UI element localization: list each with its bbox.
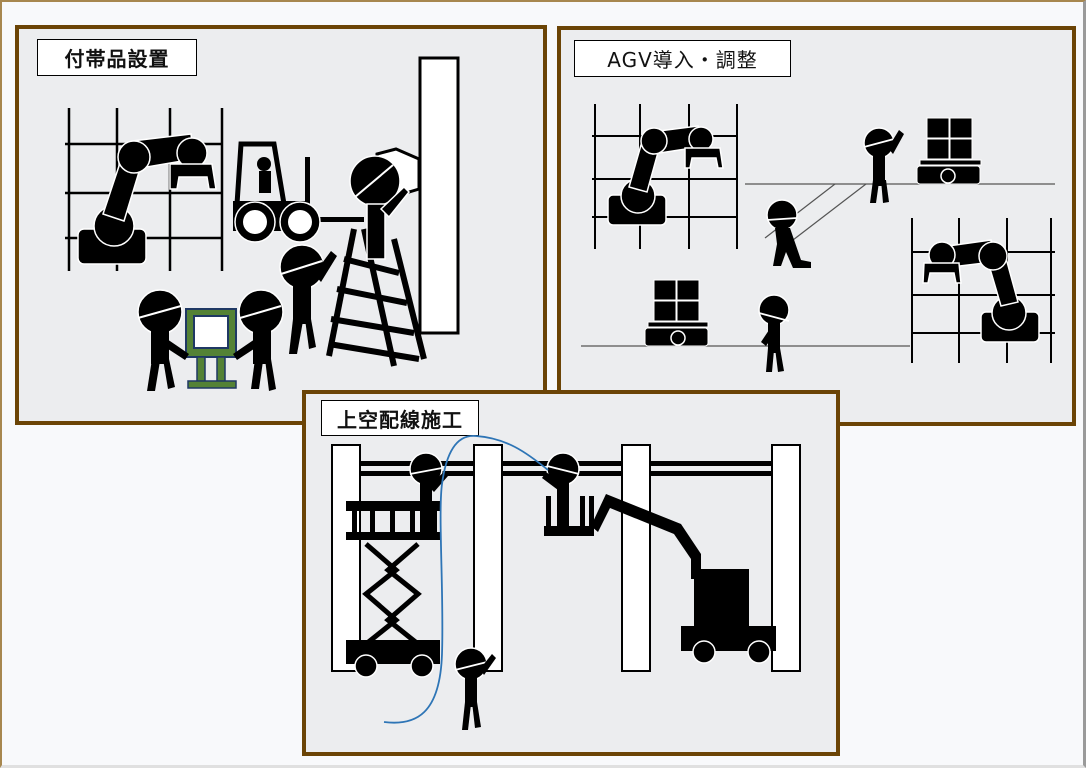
worker-right-icon <box>233 289 284 391</box>
columns <box>331 444 801 672</box>
worker-ground-icon <box>454 647 496 730</box>
robot-arm-icon <box>77 133 217 265</box>
panel-title: 付帯品設置 <box>37 39 197 76</box>
panel-title: AGV導入・調整 <box>574 40 791 77</box>
panel-overhead-wiring: 上空配線施工 <box>302 390 840 756</box>
scissor-lift-icon <box>346 501 440 678</box>
illustration-overhead-wiring <box>331 435 801 730</box>
agv-bottom-icon <box>644 279 709 347</box>
panel-title: 上空配線施工 <box>321 400 479 436</box>
worker-waving-icon <box>279 244 337 354</box>
boom-lift-icon <box>544 494 776 664</box>
worker-kneeling-icon <box>766 199 811 268</box>
robot-arm-left-icon <box>607 125 724 226</box>
worker-waving-icon <box>863 127 904 203</box>
agv-top-icon <box>916 117 982 185</box>
worker-standing-icon <box>758 294 790 372</box>
blue-cable <box>383 435 549 724</box>
worker-on-scissor-lift-icon <box>409 452 448 532</box>
illustration-accessory-installation <box>65 56 460 391</box>
panel-accessory-installation: 付帯品設置 <box>15 25 547 425</box>
worker-left-icon <box>137 289 189 391</box>
robot-arm-right-icon <box>922 239 1040 343</box>
panel-agv-introduction: AGV導入・調整 <box>557 26 1076 426</box>
ladder-icon <box>326 228 427 367</box>
robot-cell-grid-left <box>592 104 738 249</box>
illustration-agv-introduction <box>581 104 1055 372</box>
worker-on-ladder-icon <box>349 147 421 260</box>
floor-lines <box>581 183 1055 347</box>
wall-panel <box>418 56 460 335</box>
control-panel-icon <box>185 308 237 389</box>
forklift-icon <box>233 141 364 243</box>
